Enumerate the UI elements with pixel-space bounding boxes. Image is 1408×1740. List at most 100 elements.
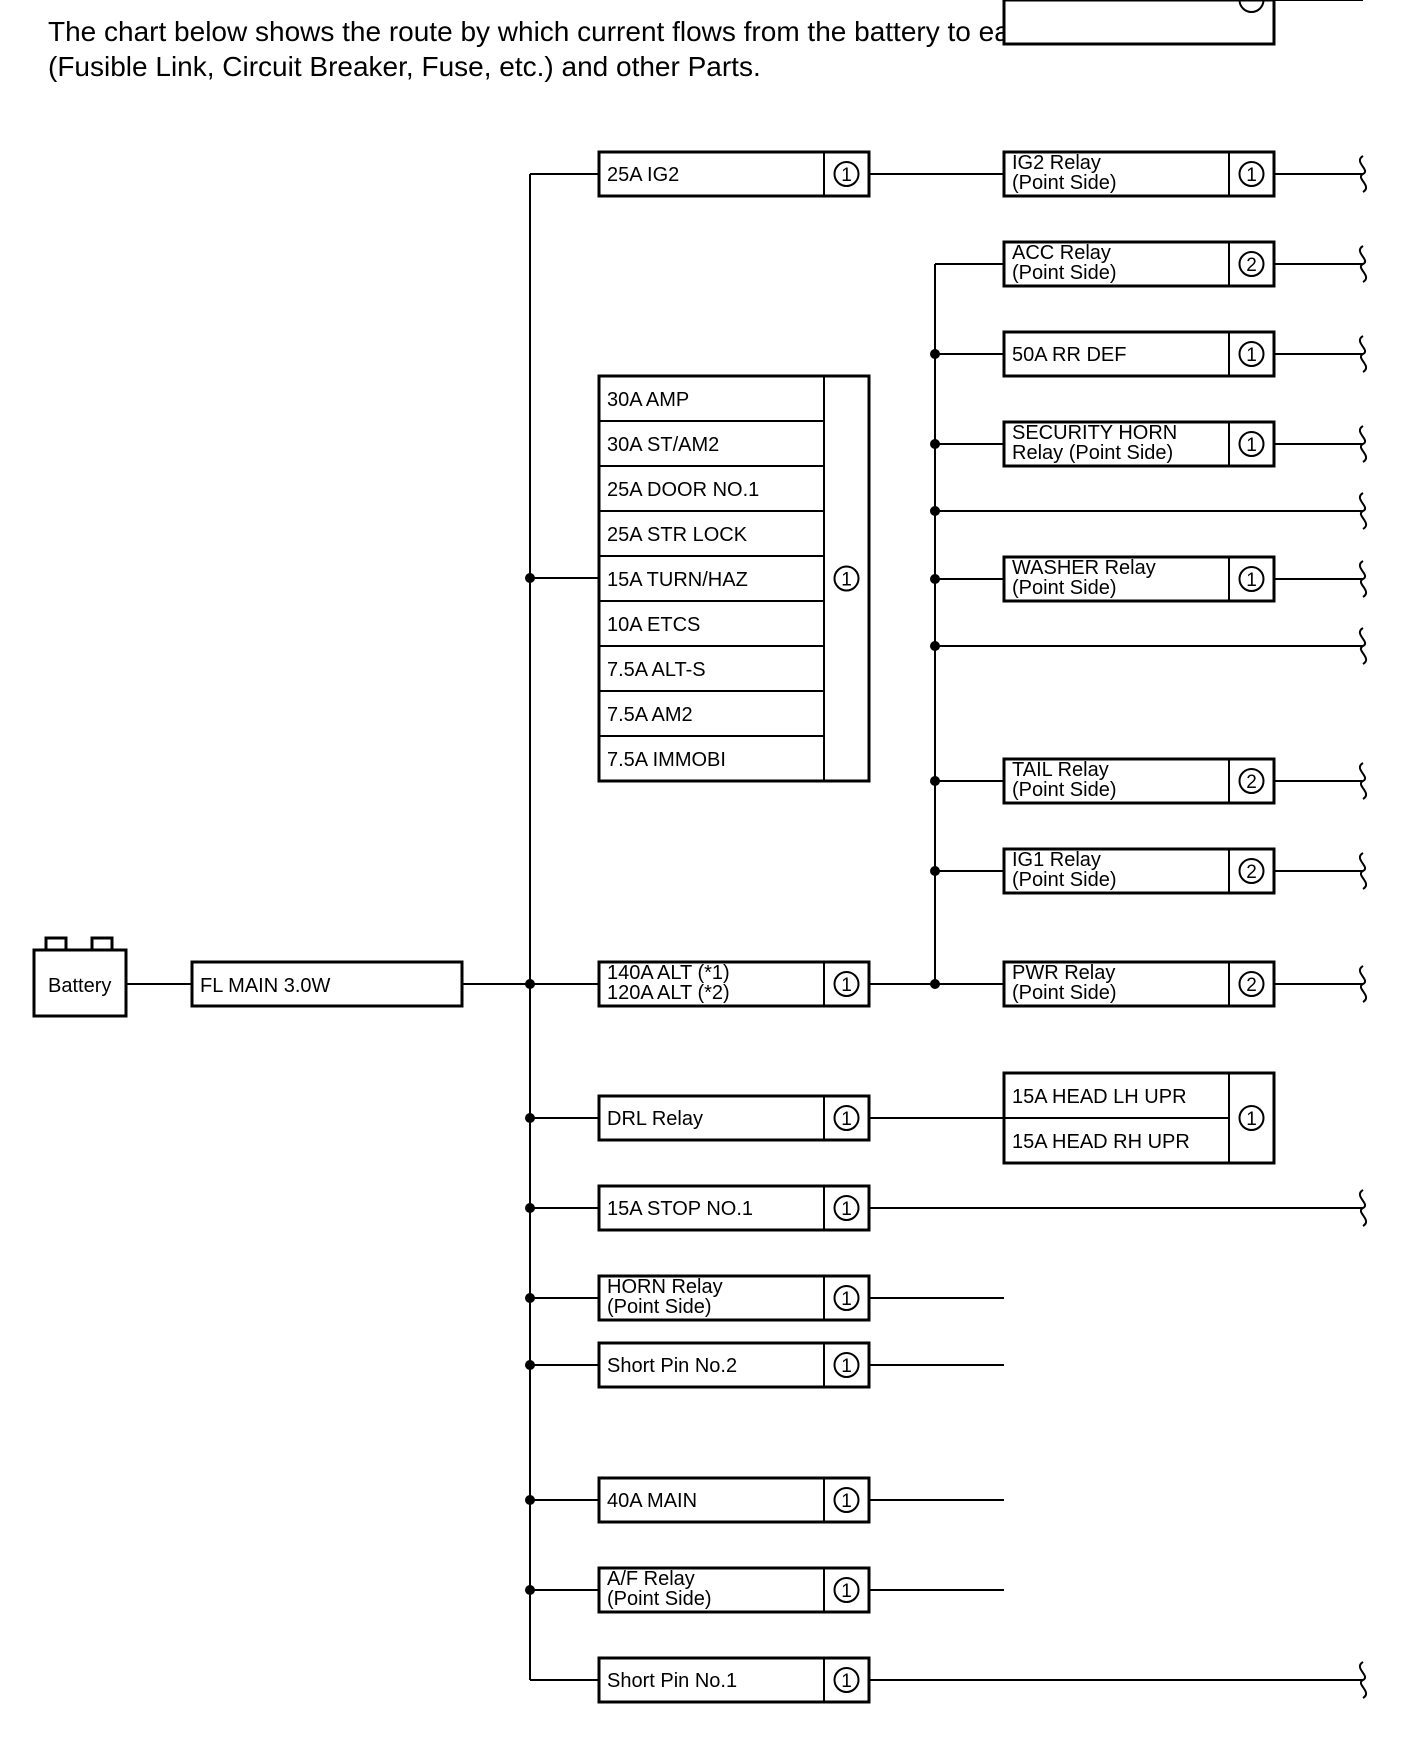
bus-junction-1 (525, 979, 535, 989)
comp-af25-label: 25A A/F (1012, 0, 1082, 5)
comp-ig2-label: 25A IG2 (607, 164, 679, 186)
bus-junction-6 (525, 1495, 535, 1505)
bus-junction-5 (525, 1360, 535, 1370)
fuse-group-item-6: 7.5A ALT-S (607, 659, 706, 681)
comp-ig2relay-label-1: IG2 Relay (1012, 152, 1101, 174)
comp-short2-mark-number: 1 (841, 1356, 852, 1377)
comp-washer-mark-ring (1238, 566, 1265, 592)
bus-junction-7 (525, 1585, 535, 1595)
comp-main40-mark-number: 1 (841, 1491, 852, 1512)
comp-ig1-label-2: (Point Side) (1012, 869, 1117, 891)
comp-acc-label-2: (Point Side) (1012, 262, 1117, 284)
fuse-group-item-2: 25A DOOR NO.1 (607, 479, 759, 501)
comp-rrdef-mark: 1 (1238, 341, 1265, 367)
intro-line-2: (Fusible Link, Circuit Breaker, Fuse, et… (48, 51, 761, 82)
comp-stop-mark-number: 1 (841, 1199, 852, 1220)
continuation-washer (1358, 560, 1368, 598)
comp-ig2relay-mark-ring (1238, 161, 1265, 187)
battery-label: Battery (48, 975, 111, 997)
comp-alt-mark: 1 (833, 971, 860, 997)
comp-rrdef-label: 50A RR DEF (1012, 344, 1126, 366)
comp-stop-mark: 1 (833, 1195, 860, 1221)
comp-stop-mark-ring (833, 1195, 860, 1221)
comp-washer-label-1: WASHER Relay (1012, 557, 1156, 579)
comp-drl-mark-number: 1 (841, 1109, 852, 1130)
secbus-junction-1 (930, 439, 940, 449)
comp-tail-label-2: (Point Side) (1012, 779, 1117, 801)
comp-short1-label: Short Pin No.1 (607, 1670, 737, 1692)
comp-ig2relay-label-2: (Point Side) (1012, 172, 1117, 194)
comp-af25-mark-ring (1238, 0, 1265, 13)
comp-stop-label: 15A STOP NO.1 (607, 1198, 753, 1220)
comp-ig2-mark-ring (833, 161, 860, 187)
fuse-group-item-1: 30A ST/AM2 (607, 434, 719, 456)
secbus-junction-4 (930, 866, 940, 876)
main-link-box (190, 960, 464, 1008)
battery-body (32, 948, 128, 1018)
battery-terminal-negative (44, 936, 68, 952)
main-link-label: FL MAIN 3.0W (200, 975, 331, 997)
comp-alt-label-2: 120A ALT (*2) (607, 982, 730, 1004)
comp-alt-mark-number: 1 (841, 975, 852, 996)
comp-af25-box (1002, 0, 1276, 46)
fuse-group-item-8: 7.5A IMMOBI (607, 749, 726, 771)
fuse-group-item-3: 25A STR LOCK (607, 524, 748, 546)
bus-junction-0 (525, 573, 535, 583)
secbus-junction-3 (930, 776, 940, 786)
comp-washer-mark-number: 1 (1246, 570, 1257, 591)
comp-acc-mark-ring (1238, 251, 1265, 277)
comp-hornrelay-mark: 1 (833, 1285, 860, 1311)
comp-washer-mark: 1 (1238, 566, 1265, 592)
secbus-direct-junction-0 (930, 506, 940, 516)
fuse-group-item-5: 10A ETCS (607, 614, 700, 636)
fuse-group-item-4: 15A TURN/HAZ (607, 569, 748, 591)
comp-short2-mark-ring (833, 1352, 860, 1378)
comp-tail-mark-number: 2 (1246, 772, 1257, 793)
comp-acc-label-1: ACC Relay (1012, 242, 1111, 264)
continuation-ig1 (1358, 852, 1368, 890)
fuse-group-item-0: 30A AMP (607, 389, 689, 411)
head-group-mark-ring (1238, 1105, 1265, 1131)
continuation-stop (1358, 1189, 1368, 1227)
comp-ig1-label-1: IG1 Relay (1012, 849, 1101, 871)
continuation-pwr (1358, 965, 1368, 1003)
bus-junction-2 (525, 1113, 535, 1123)
comp-pwr-label-1: PWR Relay (1012, 962, 1115, 984)
comp-afrelay-label-1: A/F Relay (607, 1568, 695, 1590)
head-group-item-1: 15A HEAD RH UPR (1012, 1131, 1190, 1153)
comp-pwr-label-2: (Point Side) (1012, 982, 1117, 1004)
comp-ig2relay-mark-number: 1 (1246, 165, 1257, 186)
bus-junction-3 (525, 1203, 535, 1213)
comp-ig1-mark-number: 2 (1246, 862, 1257, 883)
comp-af25-mark-number: 1 (1246, 0, 1257, 5)
comp-ig2-mark-number: 1 (841, 165, 852, 186)
comp-sechorn-label-1: SECURITY HORN (1012, 422, 1177, 444)
continuation-short1 (1358, 1661, 1368, 1699)
comp-hornrelay-label-1: HORN Relay (607, 1276, 723, 1298)
comp-pwr-mark-ring (1238, 971, 1265, 997)
continuation-sechorn (1358, 425, 1368, 463)
continuation-rrdef (1358, 335, 1368, 373)
comp-afrelay-mark-ring (833, 1577, 860, 1603)
comp-washer-label-2: (Point Side) (1012, 577, 1117, 599)
comp-ig2relay-mark: 1 (1238, 161, 1265, 187)
secbus-junction-alt (930, 979, 940, 989)
comp-short1-mark-ring (833, 1667, 860, 1693)
comp-main40-label: 40A MAIN (607, 1490, 697, 1512)
comp-afrelay-mark-number: 1 (841, 1581, 852, 1602)
comp-rrdef-mark-ring (1238, 341, 1265, 367)
bus-junction-4 (525, 1293, 535, 1303)
comp-short1-mark: 1 (833, 1667, 860, 1693)
comp-sechorn-mark-number: 1 (1246, 435, 1257, 456)
fuse-group-mark-number: 1 (841, 570, 852, 591)
fuse-group-mark-ring (833, 565, 860, 592)
comp-ig1-mark: 2 (1238, 858, 1265, 884)
comp-acc-mark: 2 (1238, 251, 1265, 277)
comp-drl-mark-ring (833, 1105, 860, 1131)
comp-tail-label-1: TAIL Relay (1012, 759, 1109, 781)
comp-pwr-mark-number: 2 (1246, 975, 1257, 996)
comp-afrelay-mark: 1 (833, 1577, 860, 1603)
comp-hornrelay-mark-ring (833, 1285, 860, 1311)
comp-alt-mark-ring (833, 971, 860, 997)
